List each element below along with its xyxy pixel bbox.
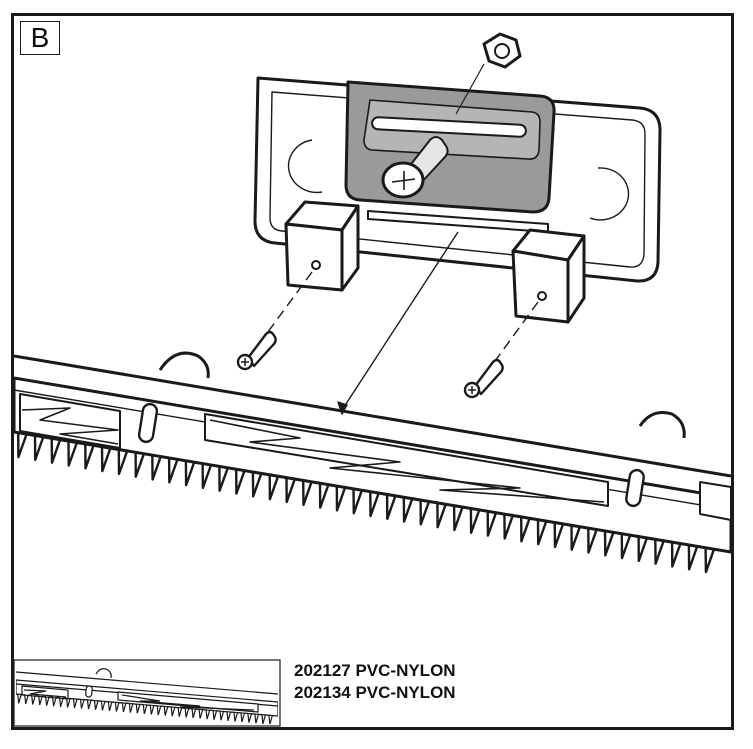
support-block-right: [511, 228, 586, 324]
gear-rack: [14, 351, 731, 574]
product-codes: 202127 PVC-NYLON 202134 PVC-NYLON: [294, 660, 456, 704]
hex-nut-icon: [455, 32, 522, 115]
screw-icon-2: [463, 358, 504, 399]
product-code-2: 202134 PVC-NYLON: [294, 683, 456, 702]
product-code-1: 202127 PVC-NYLON: [294, 661, 456, 680]
panel-label: B: [20, 21, 60, 55]
assembly-guides: [261, 231, 539, 415]
screw-icon: [236, 330, 277, 371]
support-block-left: [284, 200, 360, 292]
bolt-icon: [381, 136, 449, 199]
inset-thumbnail: [13, 659, 281, 727]
